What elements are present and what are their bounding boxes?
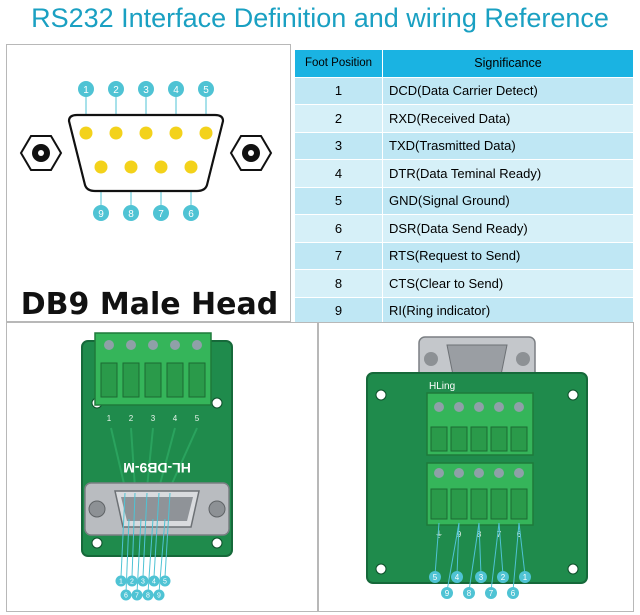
foot-position-cell: 8 — [294, 269, 383, 298]
significance-cell: CTS(Clear to Send) — [382, 269, 634, 298]
terminal-label: 3 — [151, 414, 156, 423]
callout-pin-2: 2 — [113, 85, 119, 96]
terminal-label: 5 — [195, 414, 200, 423]
terminal-block-upper — [426, 392, 534, 456]
pin-definition-table: Foot Position Significance 1 DCD(Data Ca… — [294, 49, 634, 325]
table-row: 2 RXD(Received Data) — [294, 104, 634, 133]
significance-cell: DTR(Data Teminal Ready) — [382, 159, 634, 188]
foot-position-cell: 6 — [294, 214, 383, 243]
terminal-block — [94, 332, 212, 406]
callout-label: 2 — [130, 579, 134, 586]
foot-position-cell: 9 — [294, 296, 383, 325]
back-bottom-callouts: 9 8 7 6 — [441, 587, 519, 599]
terminal-label: 7 — [497, 530, 502, 539]
callout-label: 3 — [479, 573, 484, 582]
table-row: 6 DSR(Data Send Ready) — [294, 214, 634, 243]
table-row: 9 RI(Ring indicator) — [294, 296, 634, 325]
callout-pin-5: 5 — [203, 85, 209, 96]
back-top-callouts: 5 4 3 2 1 — [429, 571, 531, 583]
callout-label: 9 — [157, 593, 161, 600]
significance-cell: RTS(Request to Send) — [382, 241, 634, 270]
header-significance: Significance — [382, 49, 634, 78]
db9-male-connector — [84, 482, 230, 536]
callout-label: 7 — [135, 593, 139, 600]
header-foot-position: Foot Position — [294, 49, 383, 78]
foot-position-cell: 2 — [294, 104, 383, 133]
table-row: 3 TXD(Trasmitted Data) — [294, 131, 634, 160]
terminal-label: 4 — [173, 414, 178, 423]
db9-connector-diagram: 1 2 3 4 5 9 8 7 6 — [19, 81, 273, 221]
callout-pin-9: 9 — [98, 209, 104, 220]
board-photo-front-panel: 1 2 3 4 5 HL-DB9-M — [6, 322, 318, 612]
callout-pin-7: 7 — [158, 209, 164, 220]
significance-cell: GND(Signal Ground) — [382, 186, 634, 215]
callout-pin-8: 8 — [128, 209, 134, 220]
callout-pin-1: 1 — [83, 85, 89, 96]
right-hex-nut-icon — [229, 135, 273, 171]
foot-position-cell: 4 — [294, 159, 383, 188]
callout-label: 1 — [523, 573, 528, 582]
significance-cell: RXD(Received Data) — [382, 104, 634, 133]
table-row: 1 DCD(Data Carrier Detect) — [294, 76, 634, 105]
terminal-block-lower — [426, 462, 534, 526]
terminal-label: 6 — [517, 530, 522, 539]
top-pin-callouts: 1 2 3 4 5 — [78, 81, 214, 97]
callout-label: 4 — [455, 573, 460, 582]
foot-position-cell: 3 — [294, 131, 383, 160]
callout-label: 4 — [152, 579, 156, 586]
pin-dots — [79, 126, 213, 174]
table-header-row: Foot Position Significance — [294, 49, 634, 78]
table-row: 5 GND(Signal Ground) — [294, 186, 634, 215]
terminal-label: 1 — [107, 414, 112, 423]
table-row: 4 DTR(Data Teminal Ready) — [294, 159, 634, 188]
callout-label: 5 — [163, 579, 167, 586]
terminal-label: ⏚ — [435, 530, 443, 539]
foot-position-cell: 5 — [294, 186, 383, 215]
callout-label: 3 — [141, 579, 145, 586]
callout-pin-3: 3 — [143, 85, 149, 96]
callout-label: 8 — [146, 593, 150, 600]
connector-diagram-panel: 1 2 3 4 5 9 8 7 6 DB9 Male Head — [6, 44, 291, 322]
callout-label: 7 — [489, 589, 494, 598]
front-bottom-callouts: 6 7 8 9 — [120, 589, 165, 601]
callout-label: 2 — [501, 573, 506, 582]
brand-silkscreen: HLing — [429, 381, 455, 392]
table-row: 8 CTS(Clear to Send) — [294, 269, 634, 298]
db9-breakout-board-back: HLing — [366, 336, 588, 599]
callout-pin-4: 4 — [173, 85, 179, 96]
foot-position-cell: 7 — [294, 241, 383, 270]
page-title: RS232 Interface Definition and wiring Re… — [31, 3, 609, 33]
table-row: 7 RTS(Request to Send) — [294, 241, 634, 270]
callout-pin-6: 6 — [188, 209, 194, 220]
connector-shell — [67, 113, 225, 193]
bottom-pin-callouts: 9 8 7 6 — [93, 205, 199, 221]
callout-label: 9 — [445, 589, 450, 598]
front-top-callouts: 1 2 3 4 5 — [115, 575, 171, 587]
significance-cell: DSR(Data Send Ready) — [382, 214, 634, 243]
significance-cell: DCD(Data Carrier Detect) — [382, 76, 634, 105]
terminal-label: 9 — [457, 530, 462, 539]
callout-label: 8 — [467, 589, 472, 598]
left-hex-nut-icon — [19, 135, 63, 171]
connector-label: DB9 Male Head — [20, 287, 279, 322]
board-photo-back-panel: HLing — [318, 322, 634, 612]
board-silkscreen-name: HL-DB9-M — [123, 460, 191, 476]
callout-label: 5 — [433, 573, 438, 582]
significance-cell: TXD(Trasmitted Data) — [382, 131, 634, 160]
foot-position-cell: 1 — [294, 76, 383, 105]
db9-breakout-board-front: 1 2 3 4 5 HL-DB9-M — [81, 332, 233, 601]
callout-label: 6 — [124, 593, 128, 600]
callout-label: 6 — [511, 589, 516, 598]
terminal-label: 2 — [129, 414, 134, 423]
significance-cell: RI(Ring indicator) — [382, 296, 634, 325]
callout-label: 1 — [119, 579, 123, 586]
